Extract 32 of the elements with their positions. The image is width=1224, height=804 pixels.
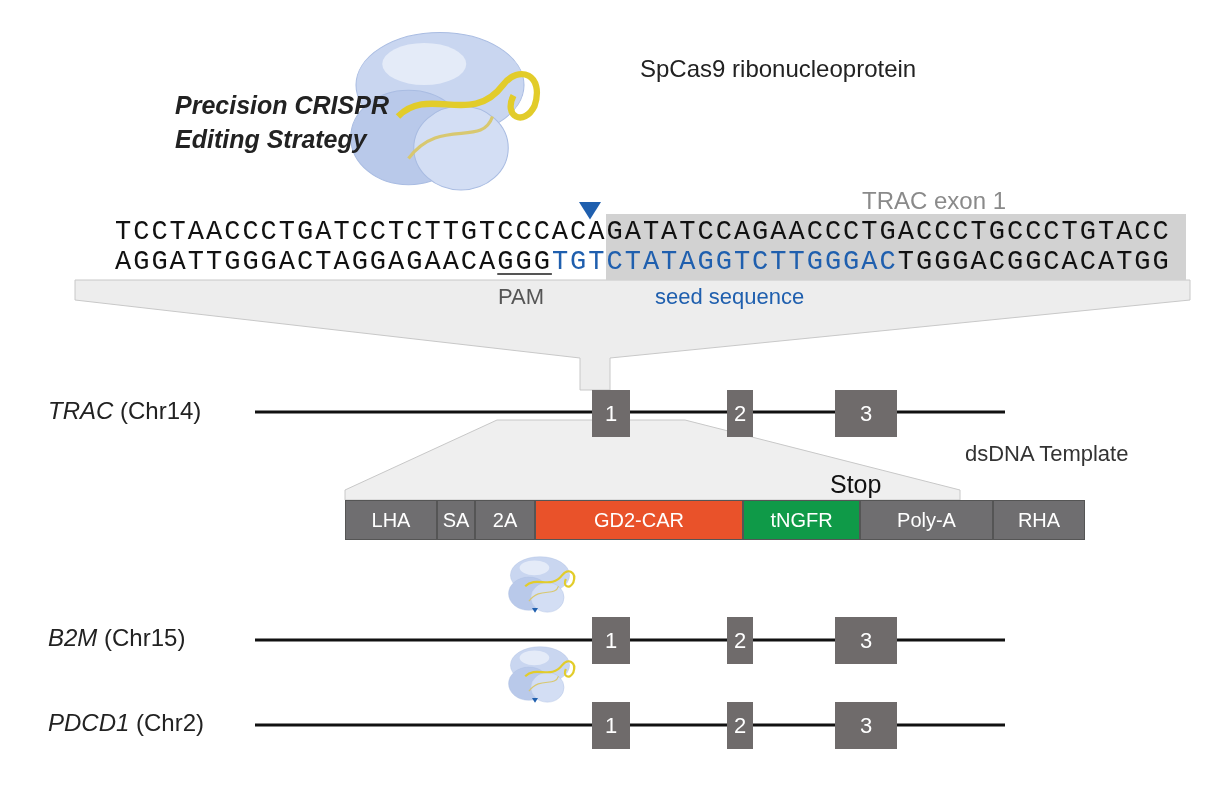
exon-box: 2	[727, 617, 753, 664]
exon-box: 2	[727, 390, 753, 437]
dna-sequence: GGG	[497, 247, 552, 277]
template-label: dsDNA Template	[965, 442, 1129, 467]
exon-box: 1	[592, 702, 630, 749]
region-label: seed sequence	[655, 285, 805, 310]
exon-box: 3	[835, 390, 897, 437]
motif-label: PAM	[498, 285, 545, 310]
gene-label: B2M (Chr15)	[48, 625, 186, 652]
template-segment: 2A	[475, 500, 535, 540]
exon-box: 1	[592, 617, 630, 664]
gene-label: PDCD1 (Chr2)	[48, 710, 205, 737]
dna-sequence: TGGGACGGCACATGG	[897, 247, 1171, 277]
template-segment: RHA	[993, 500, 1085, 540]
exon-box: 1	[592, 390, 630, 437]
exon-box: 2	[727, 702, 753, 749]
template-segment: GD2-CAR	[535, 500, 743, 540]
exon-label: TRAC exon 1	[862, 188, 1007, 215]
template-segment: tNGFR	[743, 500, 860, 540]
template-segment: LHA	[345, 500, 437, 540]
dna-sequence: GATATCCAGAACCCTGACCCTGCCCTGTACC	[606, 217, 1171, 247]
protein-label: SpCas9 ribonucleoprotein	[640, 56, 917, 83]
gene-label: TRAC (Chr14)	[48, 398, 202, 425]
diagram-title: Precision CRISPR Editing Strategy	[175, 90, 390, 155]
template-segment: Poly-A	[860, 500, 993, 540]
dna-sequence: TGTCTATAGGTCTTGGGAC	[551, 247, 898, 277]
dna-sequence: TCCTAACCCTGATCCTCTTGTCCCACA	[115, 217, 607, 247]
exon-box: 3	[835, 702, 897, 749]
stop-label: Stop	[830, 471, 882, 499]
dna-sequence: AGGATTGGGACTAGGAGAACA	[115, 247, 498, 277]
exon-box: 3	[835, 617, 897, 664]
template-segment: SA	[437, 500, 475, 540]
